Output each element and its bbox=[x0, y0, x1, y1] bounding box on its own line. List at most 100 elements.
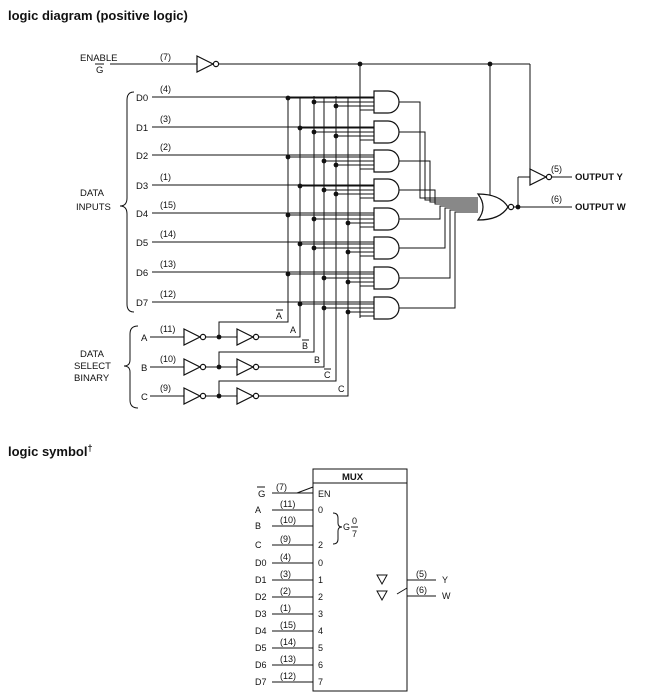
and-gate-6-tap-2 bbox=[345, 279, 351, 285]
and-gate-5-output-wire bbox=[399, 207, 478, 249]
select-bar-bus-c bbox=[218, 96, 337, 396]
data-inputs-label-1: DATA bbox=[80, 188, 105, 199]
symbol-input-pin-d5: (14) bbox=[280, 637, 296, 647]
enable-inverter-bubble bbox=[212, 60, 220, 68]
symbol-input-num-d6: 6 bbox=[318, 660, 323, 670]
select-input-label-a: A bbox=[141, 333, 148, 344]
and-gate-6-output-wire bbox=[399, 209, 478, 279]
select-true-bus-c bbox=[259, 98, 349, 397]
select-label-2: SELECT bbox=[74, 361, 111, 372]
symbol-input-label-c: C bbox=[255, 540, 262, 550]
data-input-label-d4: D4 bbox=[136, 209, 148, 220]
select-bar-label-c: C bbox=[324, 370, 331, 380]
symbol-input-num-a: 0 bbox=[318, 505, 323, 515]
symbol-input-num-d7: 7 bbox=[318, 677, 323, 687]
select-inverter-1-a-bubble bbox=[199, 333, 207, 341]
data-input-pin-d1: (3) bbox=[160, 114, 171, 124]
select-true-label-a: A bbox=[290, 325, 296, 335]
select-inverter-2-a-body bbox=[236, 328, 255, 346]
and-gate-4-tap-2 bbox=[345, 220, 351, 226]
symbol-output-pin-y: (5) bbox=[416, 569, 427, 579]
data-input-pin-d7: (12) bbox=[160, 289, 176, 299]
select-inverter-2-b-bubble bbox=[252, 363, 260, 371]
symbol-output-label-w: W bbox=[442, 591, 451, 601]
and-gate-5-tap-0 bbox=[297, 241, 303, 247]
and-gate-1-tap-0 bbox=[297, 125, 303, 131]
symbol-group-bottom: 7 bbox=[352, 529, 357, 539]
and-gate-1-tap-1 bbox=[311, 129, 317, 135]
data-input-label-d1: D1 bbox=[136, 123, 148, 134]
select-bar-bus-b bbox=[218, 96, 315, 367]
select-inverter-1-b-body bbox=[183, 358, 202, 376]
output-w-pin: (6) bbox=[551, 194, 562, 204]
and-gate-6 bbox=[373, 266, 400, 290]
and-gate-0-output-wire bbox=[399, 101, 478, 199]
symbol-input-pin-d3: (1) bbox=[280, 603, 291, 613]
logic-symbol-heading-text: logic symbol bbox=[8, 444, 87, 459]
symbol-input-label-d4: D4 bbox=[255, 626, 267, 636]
and-gate-2-output-wire bbox=[399, 160, 478, 203]
and-gate-3-output-wire bbox=[399, 189, 478, 205]
and-gate-7 bbox=[373, 296, 400, 320]
data-input-pin-d4: (15) bbox=[160, 200, 176, 210]
symbol-output-pin-w: (6) bbox=[416, 585, 427, 595]
symbol-input-num-d1: 1 bbox=[318, 575, 323, 585]
select-inverter-1-b-bubble bbox=[199, 363, 207, 371]
symbol-input-label-d3: D3 bbox=[255, 609, 267, 619]
enable-pin: (7) bbox=[160, 52, 171, 62]
symbol-input-label-d1: D1 bbox=[255, 575, 267, 585]
and-gate-1-tap-2 bbox=[333, 133, 339, 139]
and-gate-2 bbox=[373, 149, 400, 173]
symbol-input-pin-d0: (4) bbox=[280, 552, 291, 562]
and-gate-6-tap-1 bbox=[321, 275, 327, 281]
nor-gate bbox=[476, 168, 572, 221]
symbol-select-brace bbox=[332, 512, 343, 545]
data-input-label-d3: D3 bbox=[136, 181, 148, 192]
select-input-lines: A(11)AAB(10)BBC(9)CC bbox=[141, 96, 349, 405]
symbol-input-pin-a: (11) bbox=[280, 499, 295, 509]
and-gate-4 bbox=[373, 207, 400, 231]
output-w-label: OUTPUT W bbox=[575, 202, 626, 213]
select-input-pin-c: (9) bbox=[160, 383, 171, 393]
symbol-input-num-c: 2 bbox=[318, 540, 323, 550]
symbol-group-top: 0 bbox=[352, 516, 357, 526]
select-bar-bus-a bbox=[218, 96, 289, 337]
and-gate-4-output-wire bbox=[399, 205, 478, 220]
nor-gate-body bbox=[476, 193, 509, 221]
symbol-g-negation-flag bbox=[296, 486, 314, 494]
data-inputs-label-2: INPUTS bbox=[76, 202, 111, 213]
symbol-input-label-d7: D7 bbox=[255, 677, 267, 687]
data-input-label-d6: D6 bbox=[136, 268, 148, 279]
symbol-input-pin-b: (10) bbox=[280, 515, 296, 525]
data-input-label-d5: D5 bbox=[136, 238, 148, 249]
symbol-output-w-slash bbox=[396, 587, 408, 595]
and-gate-array bbox=[285, 90, 478, 320]
and-gate-0-tap-0 bbox=[285, 95, 291, 101]
select-label-1: DATA bbox=[80, 349, 105, 360]
dagger-mark: † bbox=[87, 443, 92, 453]
symbol-output-label-y: Y bbox=[442, 575, 448, 585]
select-input-pin-a: (11) bbox=[160, 324, 175, 334]
symbol-input-pin-d1: (3) bbox=[280, 569, 291, 579]
select-true-label-b: B bbox=[314, 355, 320, 365]
select-inverter-1-a-body bbox=[183, 328, 202, 346]
symbol-output-triangle-w bbox=[376, 590, 388, 602]
data-input-pin-d6: (13) bbox=[160, 259, 176, 269]
select-bar-label-a: A bbox=[276, 311, 282, 321]
and-gate-5 bbox=[373, 236, 400, 260]
and-gate-7-tap-0 bbox=[297, 301, 303, 307]
enable-g-label: G bbox=[96, 65, 103, 76]
enable-inverter-body bbox=[196, 55, 215, 73]
select-inverter-2-c-bubble bbox=[252, 392, 260, 400]
select-label-3: BINARY bbox=[74, 373, 110, 384]
symbol-input-label-d2: D2 bbox=[255, 592, 267, 602]
logic-symbol-heading: logic symbol† bbox=[8, 443, 92, 459]
and-gate-0-tap-2 bbox=[333, 103, 339, 109]
and-gate-3 bbox=[373, 178, 400, 202]
symbol-input-num-d5: 5 bbox=[318, 643, 323, 653]
and-gate-1-output-wire bbox=[399, 131, 478, 201]
select-inverter-1-c-body bbox=[183, 387, 202, 405]
select-inverter-2-b-body bbox=[236, 358, 255, 376]
output-y-pin: (5) bbox=[551, 164, 562, 174]
data-inputs-brace bbox=[119, 91, 135, 313]
